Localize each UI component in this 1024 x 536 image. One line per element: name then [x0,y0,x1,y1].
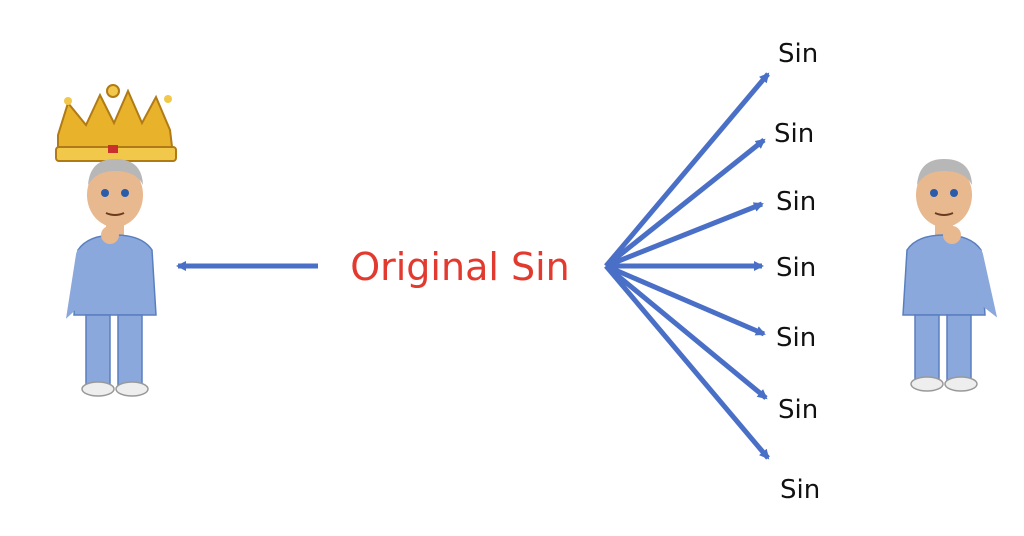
branch-label-4: Sin [776,253,816,283]
branch-label-3: Sin [776,187,816,217]
branch-arrow-2 [604,138,766,268]
branch-arrow-5 [605,263,766,337]
branch-label-6: Sin [778,395,818,425]
crown-icon [55,84,177,162]
branch-arrow-3 [605,201,764,269]
branch-label-7: Sin [780,475,820,505]
crowned-person-avatar-icon [55,84,177,397]
branch-arrows [604,72,770,460]
branch-arrow-7 [604,264,770,460]
branch-arrow-6 [604,264,768,400]
branch-label-1: Sin [778,39,818,69]
center-label: Original Sin [350,245,570,289]
person-avatar-icon [902,159,998,392]
branch-label-5: Sin [776,323,816,353]
branch-arrow-1 [604,72,770,268]
branch-label-2: Sin [774,119,814,149]
branch-labels: Sin Sin Sin Sin Sin Sin Sin [774,39,820,505]
